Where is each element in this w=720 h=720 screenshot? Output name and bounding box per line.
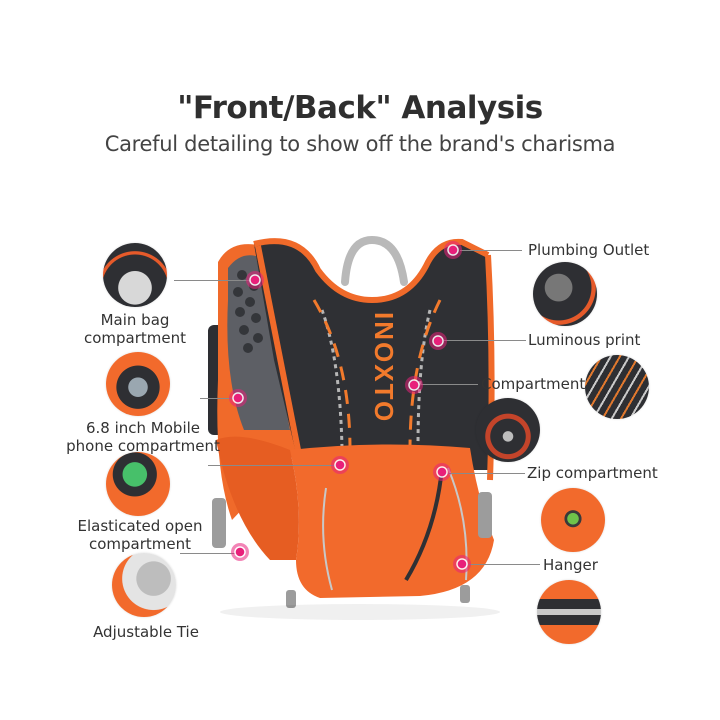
thumb-mobile-phone: [106, 352, 170, 416]
label-mobile-phone: 6.8 inch Mobile phone compartment: [66, 419, 220, 455]
connector-elasticated: [208, 465, 336, 466]
thumb-adjustable-tie: [112, 553, 176, 617]
thumb-hanger: [537, 580, 601, 644]
label-main-bag: Main bag compartment: [83, 311, 187, 347]
thumb-zip-compartment: [541, 488, 605, 552]
hotspot-compartment[interactable]: [405, 376, 423, 394]
label-zip-compartment: Zip compartment: [527, 464, 658, 482]
thumb-luminous-print: [585, 355, 649, 419]
label-compartment: Compartment: [481, 375, 586, 393]
hotspot-elasticated[interactable]: [331, 456, 349, 474]
hotspot-zip-compartment[interactable]: [433, 463, 451, 481]
brand-print: INOXTO: [369, 312, 399, 423]
thumb-main-bag: [103, 243, 167, 307]
hotspot-adjustable-tie[interactable]: [231, 543, 249, 561]
label-luminous-print: Luminous print: [528, 331, 641, 349]
hotspot-mobile-phone[interactable]: [229, 389, 247, 407]
hotspot-hanger[interactable]: [453, 555, 471, 573]
label-adjustable-tie: Adjustable Tie: [93, 623, 199, 641]
connector-zip-compartment: [447, 473, 525, 474]
label-elasticated: Elasticated open compartment: [77, 517, 203, 553]
connector-hanger: [468, 564, 540, 565]
thumb-elasticated: [106, 452, 170, 516]
connector-plumbing-outlet: [460, 250, 522, 251]
label-plumbing-outlet: Plumbing Outlet: [528, 241, 650, 259]
connector-adjustable-tie: [180, 553, 236, 554]
connector-main-bag: [174, 280, 250, 281]
connector-compartment: [420, 384, 478, 385]
page-title: "Front/Back" Analysis: [177, 90, 543, 126]
page-subtitle: Careful detailing to show off the brand'…: [104, 132, 616, 156]
thumb-compartment: [476, 398, 540, 462]
label-hanger: Hanger: [543, 556, 598, 574]
hotspot-plumbing-outlet[interactable]: [444, 241, 462, 259]
hotspot-luminous-print[interactable]: [429, 332, 447, 350]
hotspot-main-bag[interactable]: [246, 271, 264, 289]
connector-mobile-phone: [200, 398, 235, 399]
connector-luminous-print: [444, 340, 526, 341]
thumb-plumbing-outlet: [533, 262, 597, 326]
